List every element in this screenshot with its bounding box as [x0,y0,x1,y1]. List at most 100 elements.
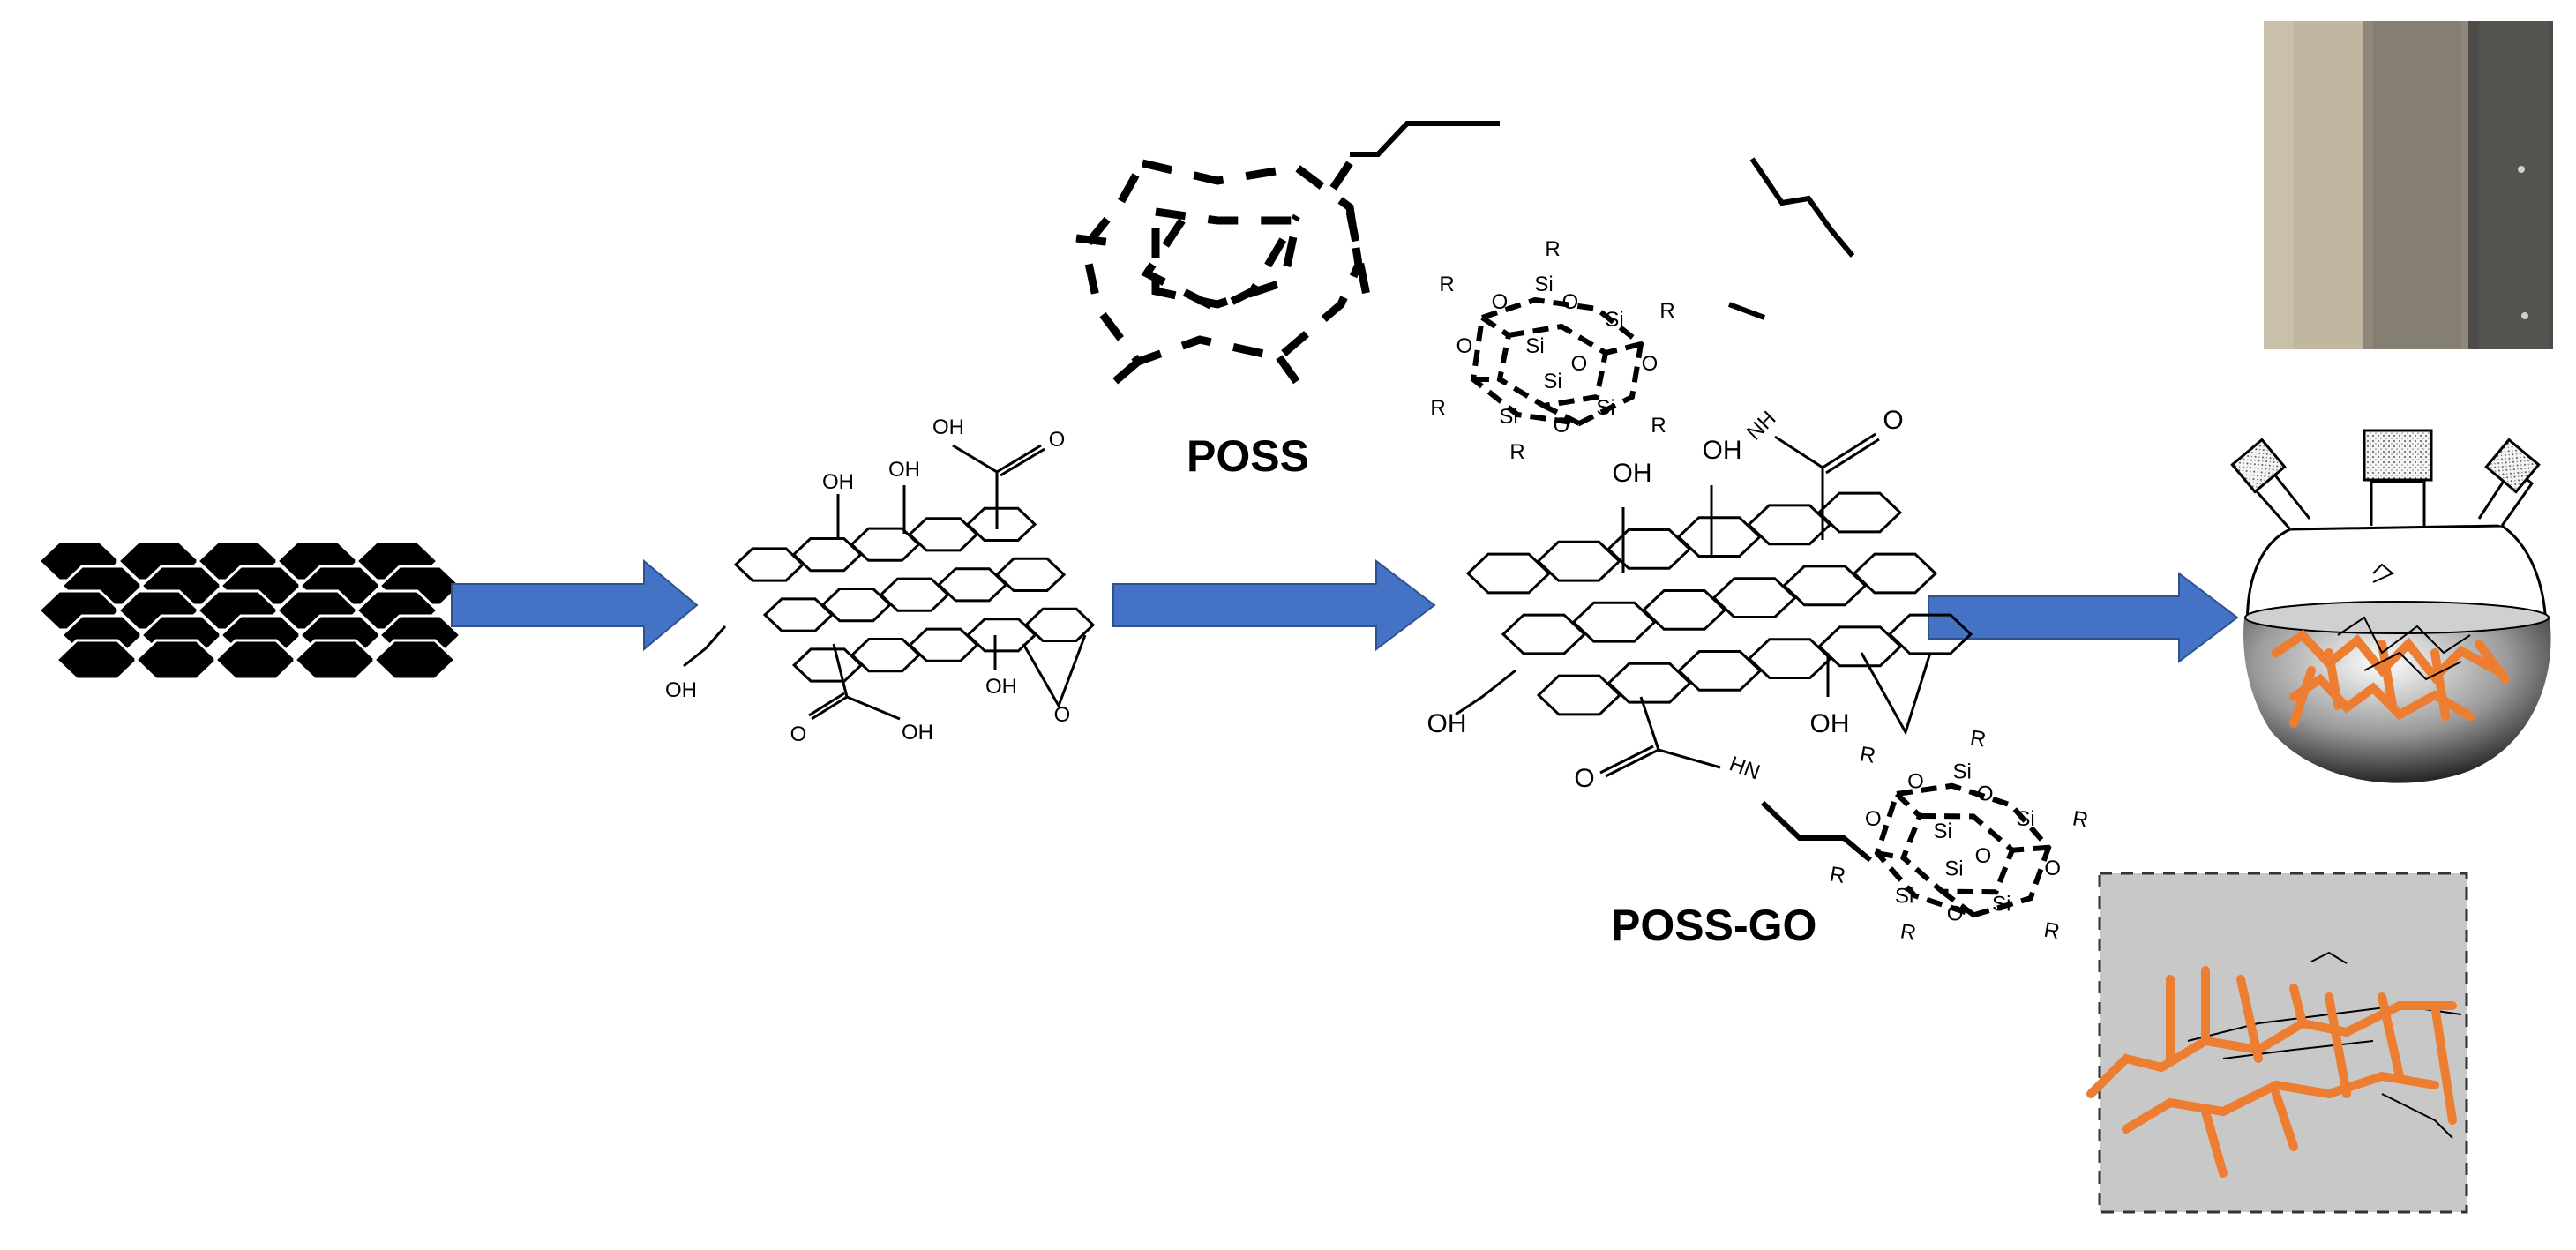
atom-label: R [1968,726,1988,752]
atom-label: R [1439,273,1454,296]
cage-bond [1940,889,1976,917]
atom-label: OH [1810,709,1850,738]
atom-label: O [1907,770,1924,794]
atom-label: Si [1499,405,1517,429]
carbon-ring [1817,625,1903,668]
atom-label: Si [1992,893,2011,917]
cage-bond [1605,341,1642,356]
carbon-ring [1676,516,1762,558]
bond [683,625,727,668]
carbon-ring [791,537,863,573]
atom-label: O [1883,406,1903,435]
atom-label: OH [1703,436,1742,465]
bond [1774,435,1824,540]
carbon-ring [850,638,922,673]
three-neck-flask-icon [2230,429,2551,783]
carbon-ring [1465,552,1552,595]
carbon-ring [820,588,892,623]
atom-label: Si [2016,807,2034,831]
atom-label: OH [932,415,964,439]
atom-label: O [1642,352,1659,376]
bond [1825,438,1880,475]
carbon-ring [1536,540,1621,582]
atom-label: O [1554,414,1570,438]
atom-label: Si [1933,820,1951,843]
bond [1658,748,1721,769]
carbon-ring [1571,601,1657,643]
atom-label: O [1492,290,1509,314]
carbon-ring [850,527,921,562]
cage-bond [1470,296,1644,427]
cage-bond [1899,812,2016,895]
atom-label: O [1571,352,1588,376]
atom-label: O [1049,428,1066,452]
arrow-3 [1928,571,2239,664]
carbon-ring [1536,674,1622,716]
atom-label: OH [985,675,1017,699]
atom-label: NH [1742,407,1781,445]
carbon-ring [1642,588,1727,631]
atom-label: R [1828,862,1847,888]
carbon-ring [1677,649,1763,692]
carbon-ring [994,557,1067,592]
bond [996,444,1042,474]
carbon-ring [965,506,1037,542]
atom-label: Si [1952,760,1971,784]
atom-label: O [1865,807,1882,831]
cage-bond [1542,403,1581,426]
poss-label: POSS [1187,431,1309,481]
poss-cage-structure [1075,121,1500,392]
bond [846,695,901,721]
atom-label: OH [822,470,854,494]
carbon-ring [1711,577,1797,619]
atom-label: HN [1726,752,1764,784]
atom-label: OH [1613,459,1652,488]
bond [1599,745,1654,775]
bond [1749,157,1855,258]
bond [808,692,845,717]
photo-samples [2264,21,2553,349]
bond [1860,652,1932,736]
carbon-ring [1747,638,1832,680]
cage-bond [1480,315,1510,338]
atom-label: OH [902,721,933,745]
cage-bond [1874,782,2052,918]
carbon-ring [908,517,979,552]
nanocomposite-inset [2086,872,2468,1214]
carbon-ring [1023,607,1096,642]
carbon-ring [966,618,1037,653]
atom-label: Si [1525,334,1544,358]
atom-label: Si [1605,308,1623,332]
carbon-ring [1816,491,1903,534]
bond [1605,696,1660,778]
bond [1022,634,1087,709]
poss-go-label: POSS-GO [1611,901,1817,950]
carbon-ring [1606,528,1692,570]
atom-label: R [1659,299,1674,323]
carbon-ring [908,627,979,662]
atom-label: R [1898,919,1918,946]
bond [1727,302,1766,320]
arrow-1 [451,558,699,652]
graphite-stack-icon [36,540,463,681]
bond [1822,432,1876,469]
carbon-ring [1747,504,1832,546]
bond [1455,669,1516,716]
carbon-ring [1887,613,1973,655]
carbon-ring [1606,662,1692,704]
graphite-sheet [371,639,458,681]
atom-label: R [2071,806,2090,833]
carbon-ring [1852,552,1938,595]
cage-bond [2011,844,2049,853]
carbon-ring [937,567,1008,603]
bond [1000,447,1045,477]
atom-label: O [1977,782,1994,806]
atom-label: Si [1944,857,1963,881]
atom-label: Si [1534,273,1553,296]
atom-label: O [1947,902,1964,926]
atom-label: Si [1596,396,1614,420]
